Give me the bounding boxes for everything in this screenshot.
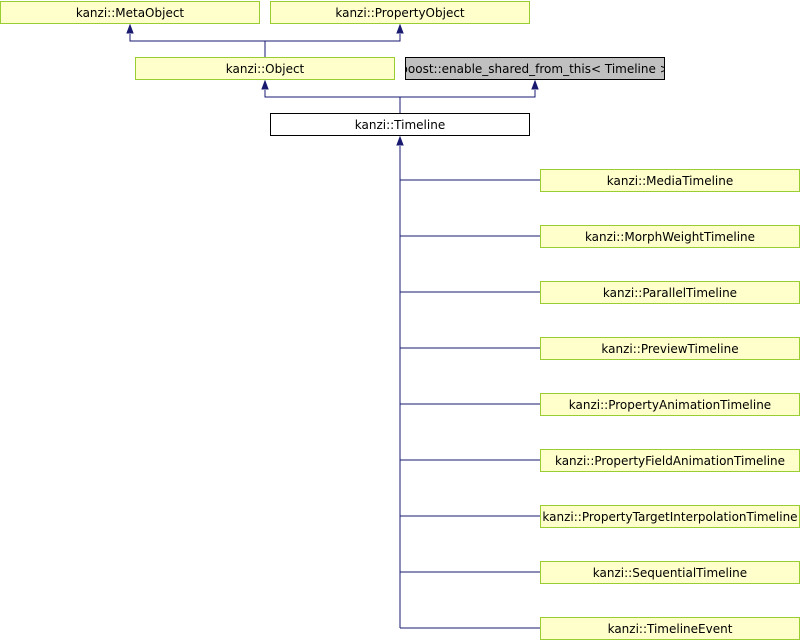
node-morphweight-timeline[interactable]: kanzi::MorphWeightTimeline xyxy=(540,225,800,248)
edge-object-to-bases xyxy=(129,34,401,42)
node-property-field-animation-timeline[interactable]: kanzi::PropertyFieldAnimationTimeline xyxy=(540,449,800,472)
arrow-to-object xyxy=(261,79,269,90)
edge-timeline-to-bases xyxy=(264,90,536,98)
node-propanim-label: kanzi::PropertyAnimationTimeline xyxy=(568,397,772,412)
node-propfield-label: kanzi::PropertyFieldAnimationTimeline xyxy=(554,453,786,468)
node-parallel-timeline[interactable]: kanzi::ParallelTimeline xyxy=(540,281,800,304)
node-media-label: kanzi::MediaTimeline xyxy=(606,173,734,188)
node-object[interactable]: kanzi::Object xyxy=(135,57,395,80)
arrow-to-timeline xyxy=(396,135,404,146)
node-object-label: kanzi::Object xyxy=(225,61,305,76)
node-property-target-interpolation-timeline[interactable]: kanzi::PropertyTargetInterpolationTimeli… xyxy=(540,505,800,528)
node-proptarget-label: kanzi::PropertyTargetInterpolationTimeli… xyxy=(542,509,798,524)
node-enable-shared-label: boost::enable_shared_from_this< Timeline… xyxy=(405,61,665,76)
node-sequential-label: kanzi::SequentialTimeline xyxy=(592,565,748,580)
node-preview-label: kanzi::PreviewTimeline xyxy=(601,341,739,356)
node-metaobject[interactable]: kanzi::MetaObject xyxy=(0,1,260,24)
arrow-to-enable-shared xyxy=(531,79,539,90)
node-propertyobject[interactable]: kanzi::PropertyObject xyxy=(270,1,530,24)
arrow-to-metaobject xyxy=(126,23,134,34)
node-preview-timeline[interactable]: kanzi::PreviewTimeline xyxy=(540,337,800,360)
node-metaobject-label: kanzi::MetaObject xyxy=(75,5,185,20)
node-morphweight-label: kanzi::MorphWeightTimeline xyxy=(584,229,756,244)
arrow-to-propertyobject xyxy=(396,23,404,34)
node-media-timeline[interactable]: kanzi::MediaTimeline xyxy=(540,169,800,192)
node-timeline-event[interactable]: kanzi::TimelineEvent xyxy=(540,617,800,640)
node-parallel-label: kanzi::ParallelTimeline xyxy=(602,285,738,300)
node-property-animation-timeline[interactable]: kanzi::PropertyAnimationTimeline xyxy=(540,393,800,416)
node-enable-shared-from-this: boost::enable_shared_from_this< Timeline… xyxy=(405,57,665,80)
node-sequential-timeline[interactable]: kanzi::SequentialTimeline xyxy=(540,561,800,584)
node-propertyobject-label: kanzi::PropertyObject xyxy=(335,5,465,20)
node-timeline: kanzi::Timeline xyxy=(270,113,530,136)
node-timeline-label: kanzi::Timeline xyxy=(354,117,446,132)
node-event-label: kanzi::TimelineEvent xyxy=(607,621,733,636)
